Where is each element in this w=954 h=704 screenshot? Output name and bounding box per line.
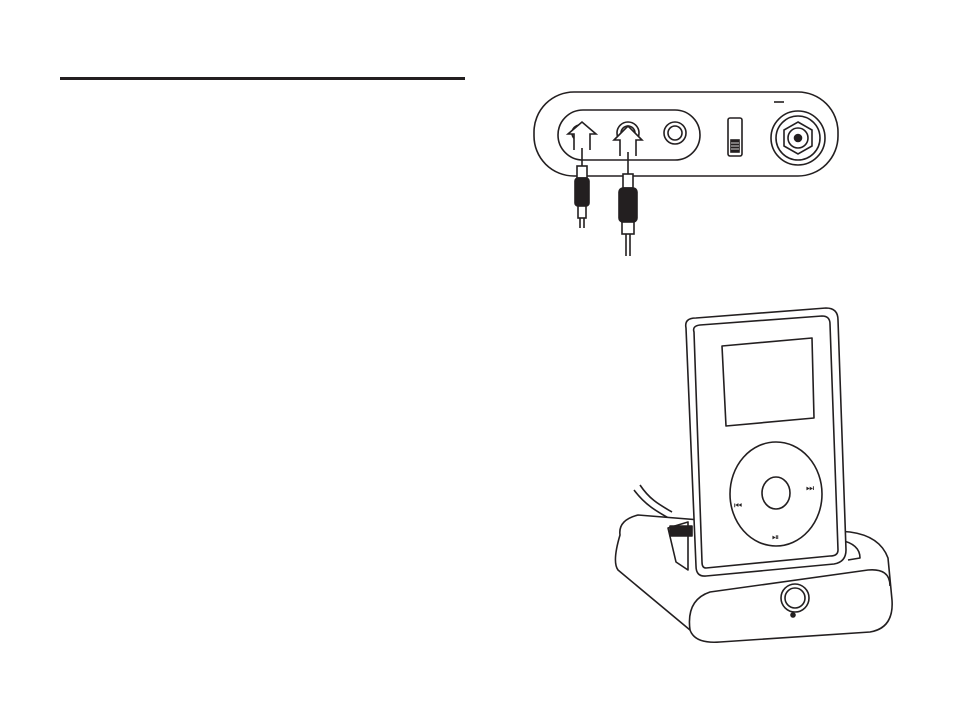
click-wheel [730, 442, 822, 546]
player-screen [722, 338, 814, 426]
section-divider-rule [60, 77, 465, 80]
media-player-icon [686, 308, 846, 576]
connector-panel-illustration [530, 88, 850, 263]
dock-illustration: ⏮ ⏭ ⏯ [610, 300, 902, 655]
next-glyph: ⏭ [806, 484, 814, 494]
prev-glyph: ⏮ [734, 501, 742, 511]
dock-cable [640, 485, 672, 512]
play-pause-glyph: ⏯ [772, 533, 779, 543]
